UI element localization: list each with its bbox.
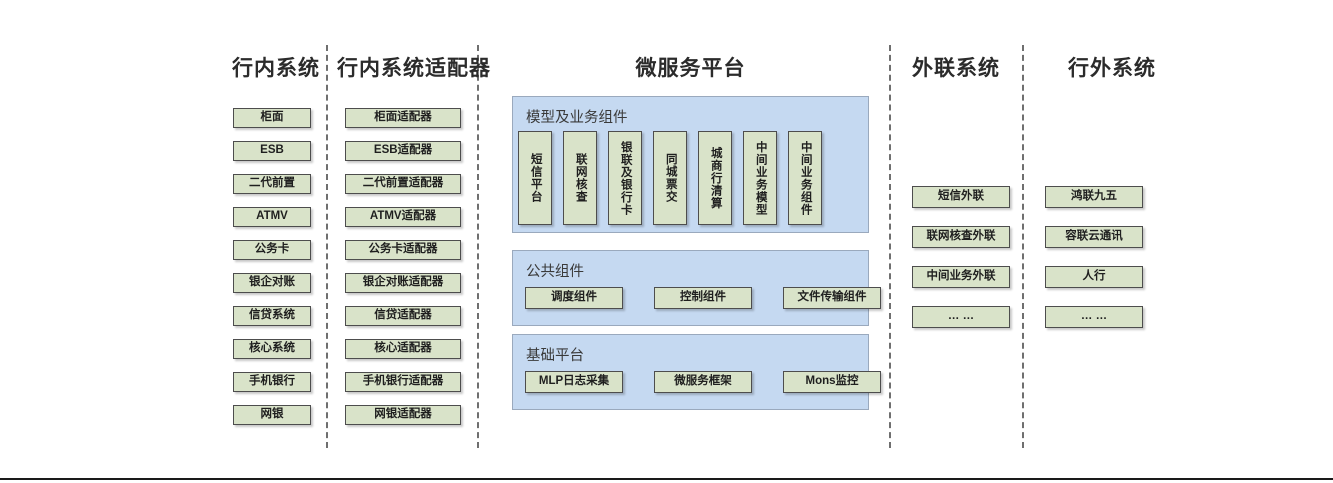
component-label: 城商行清算 [709,146,722,210]
row-public-components: 调度组件 控制组件 文件传输组件 [525,287,881,309]
divider-line-4 [1022,45,1024,448]
column-title-microservice-platform: 微服务平台 [635,57,746,80]
component-box[interactable]: 微服务框架 [654,371,752,393]
component-label: 同城票交 [664,153,677,203]
component-label: 联网核查 [574,153,587,203]
component-box[interactable]: 城商行清算 [698,131,732,225]
divider-line-3 [889,45,891,448]
list-item[interactable]: 二代前置适配器 [345,174,461,194]
list-item[interactable]: ATMV [233,207,311,227]
list-item[interactable]: 银企对账 [233,273,311,293]
component-label: 银联及银行卡 [619,140,632,216]
list-item[interactable]: ESB适配器 [345,141,461,161]
component-label: 短信平台 [529,153,542,203]
divider-line-1 [326,45,328,448]
column-title-external-link-systems: 外联系统 [912,57,1000,80]
panel-title-public-components: 公共组件 [526,264,584,280]
column-title-outside-bank-systems: 行外系统 [1068,57,1156,80]
panel-title-model-business-components: 模型及业务组件 [526,110,628,126]
list-external-link-systems: 短信外联 联网核查外联 中间业务外联 … … [912,186,1010,328]
component-box[interactable]: Mons监控 [783,371,881,393]
list-item[interactable]: 柜面 [233,108,311,128]
list-item[interactable]: 信贷系统 [233,306,311,326]
list-item[interactable]: … … [912,306,1010,328]
component-box[interactable]: MLP日志采集 [525,371,623,393]
row-base-platform: MLP日志采集 微服务框架 Mons监控 [525,371,881,393]
component-box[interactable]: 银联及银行卡 [608,131,642,225]
list-item[interactable]: 核心系统 [233,339,311,359]
list-item[interactable]: 信贷适配器 [345,306,461,326]
list-internal-systems: 柜面 ESB 二代前置 ATMV 公务卡 银企对账 信贷系统 核心系统 手机银行… [233,108,311,425]
bottom-divider [0,478,1333,480]
component-box[interactable]: 控制组件 [654,287,752,309]
component-box[interactable]: 中间业务模型 [743,131,777,225]
list-item[interactable]: 网银适配器 [345,405,461,425]
component-box[interactable]: 同城票交 [653,131,687,225]
list-item[interactable]: 容联云通讯 [1045,226,1143,248]
list-item[interactable]: ATMV适配器 [345,207,461,227]
component-label: 中间业务组件 [799,140,812,216]
divider-line-2 [477,45,479,448]
list-item[interactable]: 公务卡适配器 [345,240,461,260]
column-title-internal-adapters: 行内系统适配器 [337,57,491,80]
list-item[interactable]: 银企对账适配器 [345,273,461,293]
list-item[interactable]: 短信外联 [912,186,1010,208]
list-item[interactable]: ESB [233,141,311,161]
list-item[interactable]: 网银 [233,405,311,425]
component-box[interactable]: 调度组件 [525,287,623,309]
list-item[interactable]: 手机银行 [233,372,311,392]
component-box[interactable]: 文件传输组件 [783,287,881,309]
component-box[interactable]: 中间业务组件 [788,131,822,225]
list-item[interactable]: 中间业务外联 [912,266,1010,288]
component-label: 中间业务模型 [754,140,767,216]
list-item[interactable]: 柜面适配器 [345,108,461,128]
component-box[interactable]: 联网核查 [563,131,597,225]
list-item[interactable]: 二代前置 [233,174,311,194]
row-model-business-components: 短信平台 联网核查 银联及银行卡 同城票交 城商行清算 中间业务模型 中间业务组… [518,131,822,225]
list-outside-bank-systems: 鸿联九五 容联云通讯 人行 … … [1045,186,1143,328]
list-item[interactable]: 鸿联九五 [1045,186,1143,208]
list-item[interactable]: 人行 [1045,266,1143,288]
list-item[interactable]: 联网核查外联 [912,226,1010,248]
component-box[interactable]: 短信平台 [518,131,552,225]
list-item[interactable]: 核心适配器 [345,339,461,359]
list-internal-adapters: 柜面适配器 ESB适配器 二代前置适配器 ATMV适配器 公务卡适配器 银企对账… [345,108,461,425]
list-item[interactable]: 手机银行适配器 [345,372,461,392]
panel-title-base-platform: 基础平台 [526,348,584,364]
list-item[interactable]: … … [1045,306,1143,328]
column-title-internal-systems: 行内系统 [232,57,320,80]
list-item[interactable]: 公务卡 [233,240,311,260]
